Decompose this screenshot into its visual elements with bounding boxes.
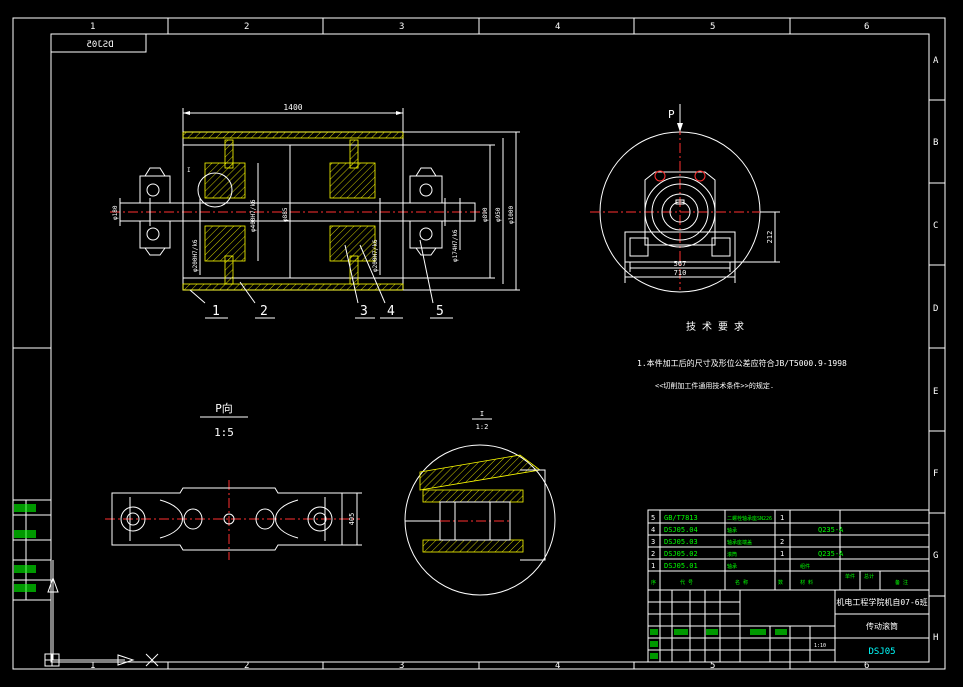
parts-header: 数 (778, 579, 783, 586)
dim-text: φ400H7/k6 (250, 199, 257, 232)
dim-text: φ1000 (508, 206, 515, 224)
row-label: G (933, 551, 938, 561)
view-p-scale: 1:5 (214, 426, 234, 439)
parts-no: 3 (651, 538, 655, 546)
parts-name: 滚筒 (727, 551, 737, 558)
title-school: 机电工程学院机自07-6班 (836, 597, 927, 607)
view-p-title: P向 (215, 401, 233, 415)
col-label: 2 (244, 661, 249, 671)
parts-no: 4 (651, 526, 655, 534)
row-label: E (933, 387, 938, 397)
parts-qty: 1 (780, 514, 784, 522)
row-label: C (933, 221, 938, 231)
part-label: 4 (387, 304, 395, 319)
technical-requirements: 技 术 要 求 1.本件加工后的尺寸及形位公差应符合JB/T5000.9-199… (637, 320, 847, 390)
ucs-axis-icon (44, 560, 159, 667)
parts-no: 1 (651, 562, 655, 570)
dim-text: φ200H7/k6 (192, 239, 199, 272)
dim-width-2: 710 (674, 269, 687, 277)
dim-width-1: 567 (674, 260, 687, 268)
parts-header: 材 料 (800, 579, 813, 586)
drawing-frame (12, 17, 946, 670)
detail-scale: 1:2 (476, 423, 489, 431)
parts-qty: 1 (780, 550, 784, 558)
title-drawing-name: 传动滚筒 (866, 621, 898, 631)
parts-material: Q235-A (818, 550, 844, 558)
col-label: 6 (864, 22, 869, 32)
dim-text: φ950 (495, 207, 502, 222)
parts-header: 单件 (845, 573, 855, 580)
tech-req-title: 技 术 要 求 (686, 320, 744, 333)
detail-label: I (480, 410, 484, 418)
col-label: 1 (90, 661, 95, 671)
parts-name: 轴承座端盖 (727, 539, 752, 546)
parts-material: 组件 (800, 563, 810, 570)
parts-no: 5 (651, 514, 655, 522)
row-label: D (933, 304, 938, 314)
tech-req-line-1: 1.本件加工后的尺寸及形位公差应符合JB/T5000.9-1998 (637, 358, 847, 368)
view-mark: P (668, 108, 675, 121)
parts-code: DSJ05.04 (664, 526, 698, 534)
frame-row-labels: A B C D E F G H (933, 56, 939, 643)
col-label: 1 (90, 22, 95, 32)
col-label: 5 (710, 22, 715, 32)
parts-qty: 2 (780, 538, 784, 546)
parts-name: 二螺栓轴承座SN226 (727, 515, 772, 522)
col-label: 3 (399, 661, 404, 671)
part-label: 2 (260, 304, 268, 319)
dim-length: 1400 (283, 103, 302, 112)
dim-text: φ890 (482, 207, 489, 222)
title-scale: 1:10 (814, 643, 826, 649)
parts-header: 名 称 (735, 579, 748, 586)
dim-text: φ200H7/k6 (372, 239, 379, 272)
col-label: 4 (555, 22, 560, 32)
parts-code: GB/T7813 (664, 514, 698, 522)
parts-code: DSJ05.02 (664, 550, 698, 558)
dim-height: 212 (766, 231, 774, 244)
row-label: H (933, 633, 938, 643)
col-label: 6 (864, 661, 869, 671)
frame-column-labels-top: 1 2 3 4 5 6 (90, 22, 869, 32)
title-drawing-no: DSJ05 (868, 647, 895, 657)
main-section-view[interactable]: 1400 φ180 φ200H7/k6 φ400H7/k6 φ885 φ200H… (110, 103, 520, 319)
side-view[interactable]: P 212 567 710 (590, 104, 780, 293)
row-label: F (933, 469, 938, 479)
parts-header: 序 (651, 579, 656, 586)
part-label: 5 (436, 304, 444, 319)
col-label: 4 (555, 661, 560, 671)
mirrored-code-box: DSJ05 (50, 33, 147, 53)
parts-name: 轴承 (727, 527, 737, 534)
row-label: A (933, 56, 939, 66)
parts-code: DSJ05.01 (664, 562, 698, 570)
tech-req-line-2: <<切削加工件通用技术条件>>的规定. (655, 381, 774, 390)
frame-column-labels-bottom: 1 2 3 4 5 6 (90, 661, 869, 671)
col-label: 2 (244, 22, 249, 32)
parts-header: 总计 (864, 573, 874, 580)
col-label: 3 (399, 22, 404, 32)
parts-no: 2 (651, 550, 655, 558)
detail-mark: I (187, 167, 191, 174)
view-p[interactable]: P向 1:5 405 (105, 401, 362, 560)
parts-header: 备 注 (895, 579, 908, 586)
dim-text: φ180 (112, 205, 119, 220)
parts-list-table: 5 GB/T7813 二螺栓轴承座SN226 1 4 DSJ05.04 轴承 Q… (647, 509, 930, 591)
parts-name: 轴承 (727, 563, 737, 570)
detail-view-i[interactable]: I 1:2 (404, 410, 556, 596)
dim-text: φ174H7/k6 (452, 229, 459, 262)
parts-header: 代 号 (680, 579, 693, 586)
part-label: 1 (212, 304, 220, 319)
col-label: 5 (710, 661, 715, 671)
row-label: B (933, 138, 938, 148)
parts-material: Q235-A (818, 526, 844, 534)
binding-strip (12, 499, 52, 601)
dim-text: φ885 (282, 207, 289, 222)
mirrored-code-text: DSJ05 (86, 40, 113, 50)
view-p-dim: 405 (348, 513, 356, 526)
parts-code: DSJ05.03 (664, 538, 698, 546)
part-label: 3 (360, 304, 368, 319)
title-block: 机电工程学院机自07-6班 传动滚筒 DSJ05 1:10 (647, 589, 930, 663)
